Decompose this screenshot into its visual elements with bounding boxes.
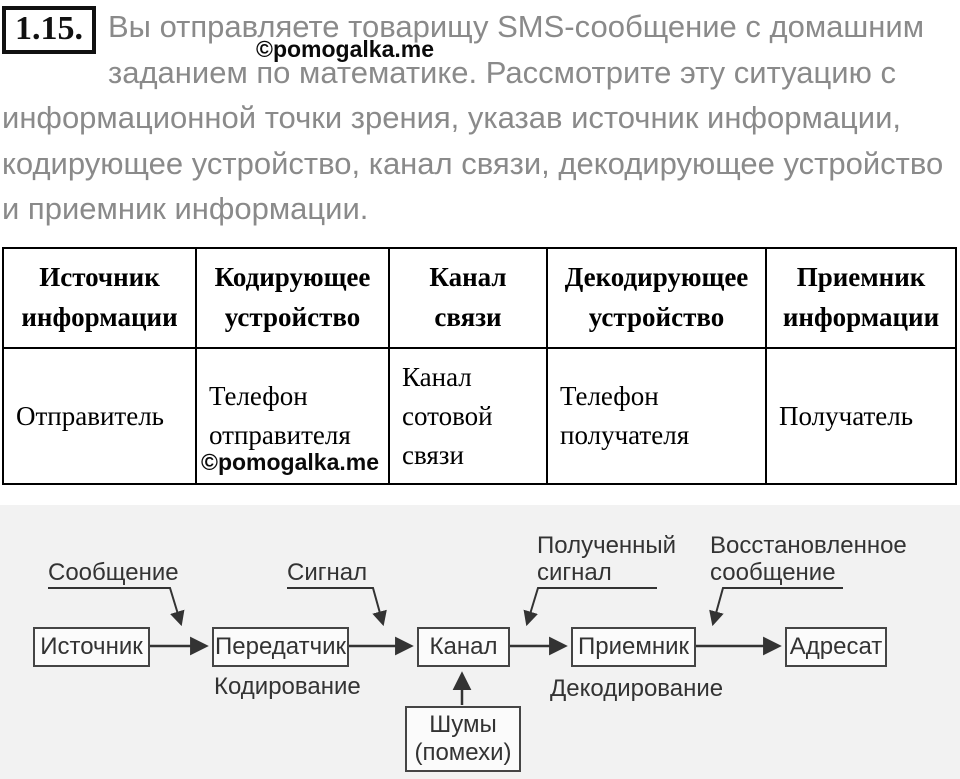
watermark-text: ©pomogalka.me <box>201 449 379 475</box>
cell-encoder: Телефон отправителя ©pomogalka.me <box>195 347 390 485</box>
answer-table: Источник информации Кодирующее устройств… <box>2 247 957 485</box>
box-channel: Канал <box>417 627 510 667</box>
problem-statement: 1.15. Вы отправляете товарищу SMS-сообще… <box>2 4 952 232</box>
diagram-arrows <box>48 587 843 705</box>
cell-encoder-text: Телефон отправителя <box>209 381 351 450</box>
table-row: Отправитель Телефон отправителя ©pomogal… <box>2 347 957 485</box>
information-transfer-diagram: Источник Передатчик Канал Приемник Адрес… <box>0 505 960 779</box>
cell-decoder: Телефон получателя <box>546 347 767 485</box>
label-received-signal: Полученный сигнал <box>537 532 677 586</box>
cell-channel: Канал сотовой связи <box>388 347 548 485</box>
box-receiver: Приемник <box>571 627 696 667</box>
box-addressee: Адресат <box>785 627 887 667</box>
table-header-row: Источник информации Кодирующее устройств… <box>2 247 957 349</box>
leader-signal <box>287 587 387 627</box>
header-cell-encoder: Кодирующее устройство <box>195 247 390 349</box>
task-number: 1.15. <box>2 6 96 54</box>
label-encoding: Кодирование <box>214 673 361 700</box>
box-transmitter: Передатчик <box>212 627 349 667</box>
label-message: Сообщение <box>48 559 179 586</box>
box-source: Источник <box>33 627 150 667</box>
cell-source: Отправитель <box>2 347 197 485</box>
label-signal: Сигнал <box>287 559 368 586</box>
header-cell-receiver: Приемник информации <box>765 247 957 349</box>
leader-received-signal <box>523 587 657 627</box>
watermark-text: ©pomogalka.me <box>256 36 434 62</box>
box-noise: Шумы (помехи) <box>405 706 521 772</box>
header-cell-channel: Канал связи <box>388 247 548 349</box>
cell-receiver: Получатель <box>765 347 957 485</box>
label-decoding: Декодирование <box>550 675 724 702</box>
leader-restored-message <box>709 587 843 627</box>
header-cell-decoder: Декодирующее устройство <box>546 247 767 349</box>
leader-message <box>48 587 185 627</box>
label-restored-message: Восстановленное сообщение <box>710 532 907 586</box>
header-cell-source: Источник информации <box>2 247 197 349</box>
problem-text: Вы отправляете товарищу SMS-сообщение с … <box>2 9 944 226</box>
